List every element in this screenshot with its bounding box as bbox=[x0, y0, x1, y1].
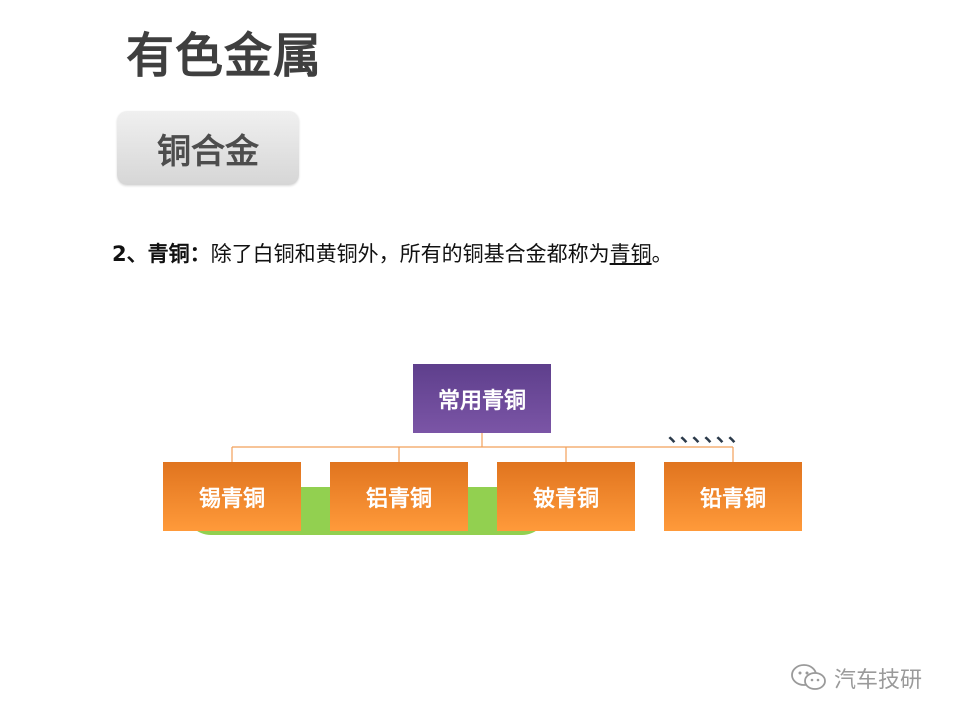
page-title: 有色金属 bbox=[126, 28, 323, 84]
watermark: 汽车技研 bbox=[790, 662, 922, 694]
child-node-label: 铍青铜 bbox=[532, 486, 599, 512]
child-node-beryllium-bronze: 铍青铜 bbox=[497, 462, 635, 531]
description-suffix: 。 bbox=[651, 242, 673, 266]
child-node-aluminum-bronze: 铝青铜 bbox=[330, 462, 468, 531]
root-node-label: 常用青铜 bbox=[437, 388, 526, 414]
description-underlined: 青铜 bbox=[609, 242, 652, 266]
section-badge: 铜合金 bbox=[117, 111, 299, 185]
description-prefix: 2、青铜： bbox=[112, 242, 211, 266]
wechat-icon bbox=[791, 664, 826, 690]
child-node-lead-bronze: 铅青铜 bbox=[664, 462, 802, 531]
description-text: 除了白铜和黄铜外，所有的铜基合金都称为 bbox=[210, 242, 610, 266]
child-node-label: 铅青铜 bbox=[699, 486, 766, 512]
description-line: 2、青铜：除了白铜和黄铜外，所有的铜基合金都称为青铜。 bbox=[112, 238, 673, 270]
section-badge-label: 铜合金 bbox=[157, 131, 259, 172]
child-node-label: 铝青铜 bbox=[365, 486, 432, 512]
child-node-label: 锡青铜 bbox=[198, 486, 265, 512]
root-node: 常用青铜 bbox=[413, 364, 551, 433]
more-ellipsis: 、、、、、、 bbox=[668, 422, 750, 446]
watermark-text: 汽车技研 bbox=[834, 668, 923, 693]
child-node-tin-bronze: 锡青铜 bbox=[163, 462, 301, 531]
